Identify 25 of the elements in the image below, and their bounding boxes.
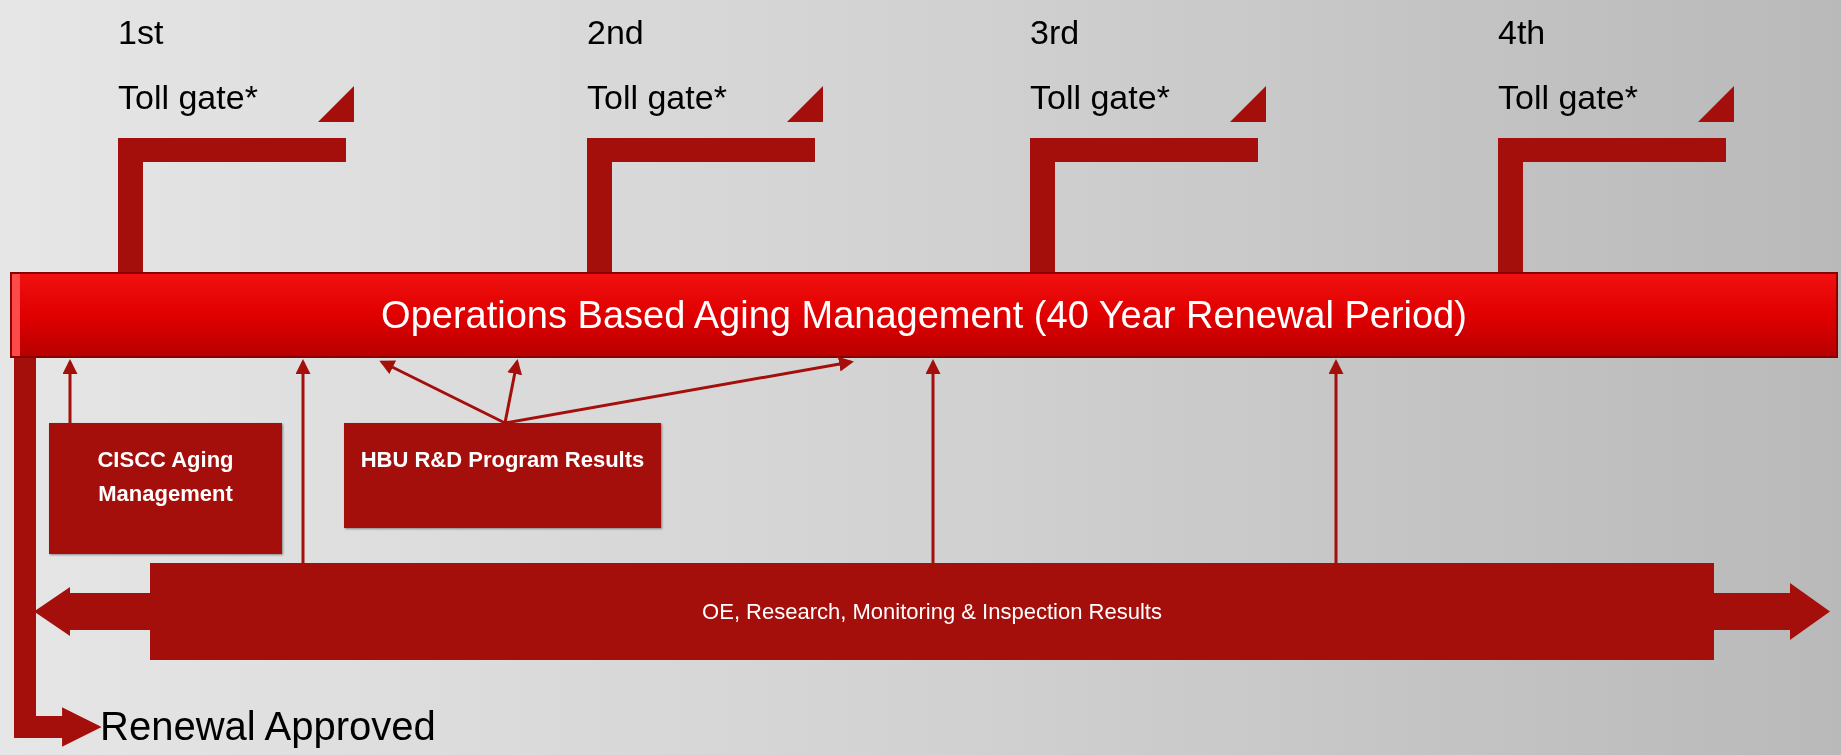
outcome-label: Renewal Approved <box>100 703 436 750</box>
arrow <box>62 359 78 423</box>
box-label: CISCC Aging Management <box>96 446 235 508</box>
gate-number: 4th <box>1498 12 1546 52</box>
arrow <box>503 359 523 424</box>
input-box <box>344 423 661 528</box>
arrow <box>504 356 854 425</box>
gate-number: 1st <box>118 12 164 52</box>
arrow <box>1328 359 1344 563</box>
gate-label: Toll gate* <box>118 77 258 118</box>
gate-number: 3rd <box>1030 12 1080 52</box>
bar-title: Operations Based Aging Management (40 Year Renewal Period) <box>381 292 1467 338</box>
gate-label: Toll gate* <box>587 77 727 118</box>
gate-label: Toll gate* <box>1498 77 1638 118</box>
gate-number: 2nd <box>587 12 644 52</box>
bar-label: OE, Research, Monitoring & Inspection Results <box>702 598 1162 626</box>
arrow <box>295 359 311 563</box>
input-box <box>49 423 282 554</box>
gate-label: Toll gate* <box>1030 77 1170 118</box>
arrow <box>14 358 102 747</box>
box-label: HBU R&D Program Results <box>360 446 645 474</box>
timeline-bar <box>10 272 1838 358</box>
double-arrow-bar <box>34 563 1830 660</box>
arrow <box>379 360 506 425</box>
arrow <box>925 359 941 563</box>
